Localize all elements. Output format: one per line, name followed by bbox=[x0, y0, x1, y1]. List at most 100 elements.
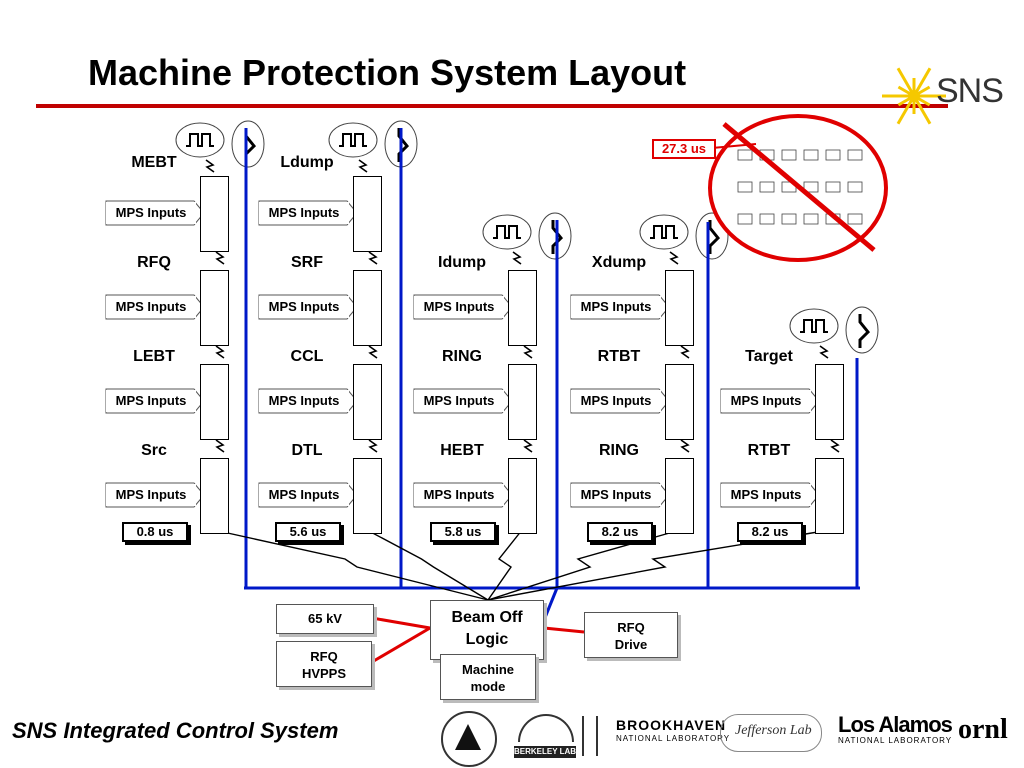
latency-label: 0.8 us bbox=[122, 522, 188, 542]
beam-off-logic-box: Beam Off Logic bbox=[430, 600, 544, 660]
mps-inputs-label: MPS Inputs bbox=[414, 484, 504, 506]
zigzag-link bbox=[669, 251, 679, 265]
mps-inputs-label: MPS Inputs bbox=[571, 390, 661, 412]
device-label-idump: Idump bbox=[438, 254, 486, 271]
rfq-drive-box: RFQ Drive bbox=[584, 612, 678, 658]
mps-inputs-label: MPS Inputs bbox=[721, 390, 811, 412]
machine-mode-box: Machine mode bbox=[440, 654, 536, 700]
zigzag-link bbox=[368, 345, 378, 359]
logo-sun bbox=[908, 90, 920, 102]
mps-inputs-label: MPS Inputs bbox=[106, 390, 196, 412]
mini-block bbox=[847, 149, 863, 161]
device-label-srf: SRF bbox=[291, 254, 323, 271]
rfq-hvpps-label: RFQ HVPPS bbox=[301, 649, 347, 681]
device-label-xdump: Xdump bbox=[591, 254, 647, 271]
switch-bubble-icon bbox=[397, 128, 410, 162]
latency-label: 5.6 us bbox=[275, 522, 341, 542]
mini-block bbox=[847, 181, 863, 193]
device-label-ldump: Ldump bbox=[280, 154, 334, 171]
los-alamos-subtitle: NATIONAL LABORATORY bbox=[838, 736, 953, 745]
signal-link bbox=[487, 529, 681, 601]
device-label-rtbt: RTBT bbox=[597, 348, 641, 365]
mps-inputs-label: MPS Inputs bbox=[571, 484, 661, 506]
jefferson-lab-text: Jefferson Lab bbox=[735, 723, 812, 738]
ornl-logo-text: ornl bbox=[958, 714, 1008, 745]
pulse-icon bbox=[493, 225, 521, 239]
device-label-hebt: HEBT bbox=[440, 442, 484, 459]
berkeley-lab-text: BERKELEY LAB bbox=[514, 746, 577, 758]
mini-block bbox=[825, 181, 841, 193]
zigzag-link bbox=[368, 439, 378, 453]
pulse-bubble bbox=[639, 214, 689, 250]
zigzag-link bbox=[819, 345, 829, 359]
hv-65kv-label: 65 kV bbox=[308, 611, 342, 626]
latency-label: 8.2 us bbox=[587, 522, 653, 542]
signal-link bbox=[487, 529, 831, 601]
switch-box bbox=[508, 270, 537, 346]
switch-box bbox=[665, 458, 694, 534]
switch-box bbox=[200, 364, 229, 440]
zigzag-link bbox=[523, 345, 533, 359]
device-label-target: Target bbox=[745, 348, 793, 365]
switch-bubble-icon bbox=[858, 314, 871, 348]
rfq-drive-link bbox=[543, 626, 585, 634]
device-label-ccl: CCL bbox=[290, 348, 324, 365]
switch-box bbox=[508, 458, 537, 534]
zigzag-link bbox=[215, 251, 225, 265]
zigzag-link bbox=[215, 345, 225, 359]
mini-block bbox=[803, 213, 819, 225]
device-label-src: Src bbox=[141, 442, 167, 459]
brookhaven-logo-text: BROOKHAVEN bbox=[616, 717, 727, 733]
hvpps-link bbox=[371, 626, 431, 664]
rfq-drive-label: RFQ Drive bbox=[614, 620, 648, 652]
switch-box bbox=[353, 458, 382, 534]
latency-label: 8.2 us bbox=[737, 522, 803, 542]
mini-block bbox=[759, 213, 775, 225]
switch-box bbox=[815, 458, 844, 534]
sns-logo: SNS bbox=[936, 72, 1004, 110]
pulse-bubble bbox=[175, 122, 225, 158]
pulse-bubble bbox=[789, 308, 839, 344]
switch-box bbox=[665, 270, 694, 346]
mini-block bbox=[781, 149, 797, 161]
mini-block bbox=[803, 149, 819, 161]
latency-label: 5.8 us bbox=[430, 522, 496, 542]
signal-link bbox=[366, 529, 489, 601]
rfq-hvpps-box: RFQ HVPPS bbox=[276, 641, 372, 687]
mps-inputs-label: MPS Inputs bbox=[106, 296, 196, 318]
footer-title: SNS Integrated Control System bbox=[12, 718, 339, 743]
mps-inputs-label: MPS Inputs bbox=[259, 390, 349, 412]
berkeley-lab-logo: BERKELEY LAB bbox=[514, 712, 576, 760]
pulse-icon bbox=[186, 133, 214, 147]
mps-inputs-label: MPS Inputs bbox=[106, 202, 196, 224]
los-alamos-logo-text: Los Alamos bbox=[838, 712, 953, 737]
switch-box bbox=[508, 364, 537, 440]
page-title: Machine Protection System Layout bbox=[88, 52, 687, 93]
pulse-bubble bbox=[482, 214, 532, 250]
crossed-out-time: 27.3 us bbox=[652, 139, 716, 159]
device-label-rtbt: RTBT bbox=[747, 442, 791, 459]
zigzag-link bbox=[680, 345, 690, 359]
switch-box bbox=[200, 458, 229, 534]
mps-inputs-label: MPS Inputs bbox=[414, 390, 504, 412]
pulse-icon bbox=[800, 319, 828, 333]
mini-block bbox=[781, 213, 797, 225]
device-label-ring: RING bbox=[599, 442, 639, 459]
signal-link bbox=[487, 529, 523, 601]
hv-link bbox=[371, 616, 431, 630]
switch-box bbox=[353, 270, 382, 346]
switch-box bbox=[815, 364, 844, 440]
device-label-lebt: LEBT bbox=[133, 348, 175, 365]
device-label-ring: RING bbox=[442, 348, 482, 365]
zigzag-link bbox=[680, 439, 690, 453]
mini-block bbox=[737, 149, 753, 161]
mps-inputs-label: MPS Inputs bbox=[259, 296, 349, 318]
mps-inputs-label: MPS Inputs bbox=[721, 484, 811, 506]
pulse-icon bbox=[339, 133, 367, 147]
zigzag-link bbox=[830, 439, 840, 453]
mini-block bbox=[737, 181, 753, 193]
switch-box bbox=[353, 176, 382, 252]
zigzag-link bbox=[358, 159, 368, 173]
switch-box bbox=[200, 176, 229, 252]
switch-box bbox=[353, 364, 382, 440]
